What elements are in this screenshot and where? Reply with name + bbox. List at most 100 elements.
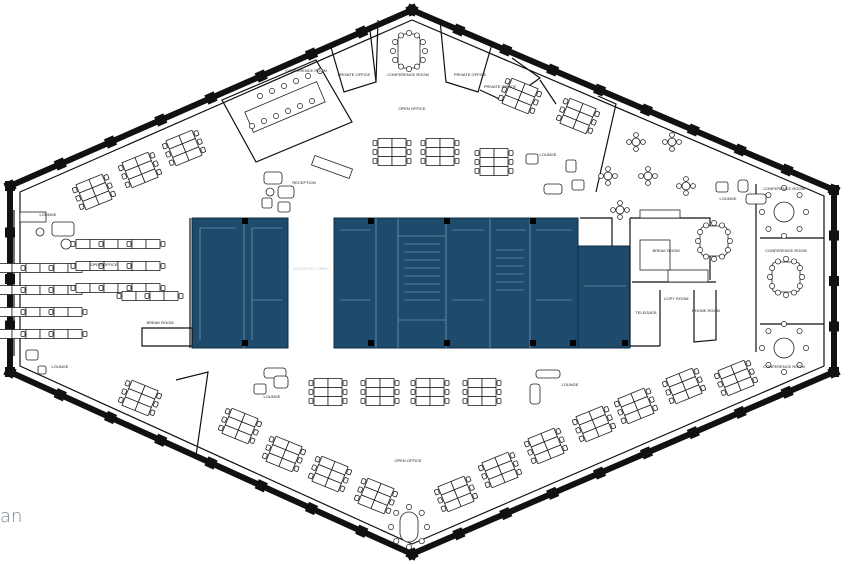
- desk-cluster: [410, 378, 450, 406]
- chair: [293, 465, 300, 472]
- desk-cluster: [497, 77, 543, 115]
- mullion: [499, 43, 513, 57]
- desk: [415, 378, 431, 388]
- chair: [724, 229, 731, 235]
- chair: [353, 494, 360, 502]
- desk: [53, 329, 69, 339]
- chair: [48, 287, 54, 293]
- chair: [638, 173, 644, 179]
- desk: [67, 329, 83, 339]
- chair: [575, 427, 582, 434]
- desk-cluster: [70, 283, 166, 293]
- desk: [377, 138, 393, 148]
- chair: [160, 263, 166, 269]
- window-mullions: [3, 3, 841, 561]
- chair: [124, 181, 131, 188]
- desk: [313, 378, 329, 388]
- chair: [20, 309, 26, 315]
- chair: [700, 384, 707, 392]
- chair: [703, 253, 709, 260]
- mullion: [5, 320, 15, 331]
- desk: [75, 261, 91, 271]
- desk: [479, 166, 495, 176]
- chair: [613, 400, 620, 408]
- chair: [110, 190, 117, 198]
- desk: [134, 401, 152, 417]
- desk: [425, 138, 441, 148]
- chair: [311, 464, 318, 471]
- chair: [759, 345, 765, 351]
- chair: [160, 241, 166, 247]
- label-conference-room-4: CONFERENCE ROOM: [765, 248, 807, 253]
- chair: [269, 88, 275, 94]
- mullion: [5, 367, 15, 377]
- chair: [300, 448, 307, 456]
- chair: [418, 509, 425, 516]
- chair: [406, 140, 412, 146]
- mullion: [546, 486, 560, 500]
- desk: [429, 378, 445, 388]
- chair: [783, 292, 789, 298]
- desk: [121, 291, 137, 301]
- chair: [620, 417, 627, 424]
- desk: [481, 396, 497, 406]
- chair: [496, 389, 502, 395]
- desk: [415, 387, 431, 397]
- mullion: [204, 456, 218, 470]
- chair: [268, 436, 275, 443]
- desk: [75, 283, 91, 293]
- chair: [765, 192, 772, 198]
- chair: [720, 389, 727, 396]
- chair: [121, 388, 128, 395]
- chair: [394, 398, 400, 404]
- round-tables: [598, 132, 696, 220]
- chair: [769, 283, 776, 289]
- chair: [759, 209, 765, 215]
- chair: [420, 158, 426, 164]
- chair: [662, 139, 668, 145]
- chair: [617, 409, 624, 416]
- chair: [200, 146, 207, 154]
- mullion: [405, 3, 419, 17]
- chair: [610, 207, 616, 213]
- chair: [414, 32, 420, 39]
- desk-cluster: [308, 378, 348, 406]
- chair: [168, 159, 175, 166]
- chair: [775, 289, 781, 296]
- chair: [385, 507, 392, 514]
- chair: [665, 389, 672, 396]
- chair: [406, 30, 412, 36]
- desk-cluster: [713, 359, 759, 397]
- desk: [439, 156, 455, 166]
- desk: [370, 499, 388, 515]
- label-lounge-5: LOUNGE: [264, 394, 281, 399]
- chair: [669, 132, 675, 138]
- chair: [221, 416, 228, 423]
- chair: [497, 94, 504, 102]
- chair: [512, 460, 519, 467]
- chair: [410, 389, 416, 395]
- chair: [78, 203, 85, 210]
- chair: [392, 39, 399, 45]
- mullion: [733, 405, 747, 420]
- core-west: [191, 217, 289, 349]
- desk: [391, 138, 407, 148]
- chair: [661, 380, 668, 388]
- label-private-office-3: PRIVATE OFFICE: [484, 84, 517, 89]
- caption-text: an: [0, 506, 23, 527]
- chair: [414, 63, 420, 70]
- chair: [393, 538, 400, 545]
- chair: [308, 398, 314, 404]
- desk: [425, 156, 441, 166]
- desk-cluster: [307, 455, 353, 493]
- chair: [562, 444, 569, 452]
- desk-cluster: [70, 239, 166, 249]
- chair: [633, 132, 639, 138]
- desk: [163, 291, 179, 301]
- chair: [372, 149, 378, 155]
- chair: [217, 424, 224, 432]
- chair: [297, 103, 303, 109]
- chair: [703, 222, 709, 229]
- desk: [25, 263, 41, 273]
- chair: [257, 93, 263, 99]
